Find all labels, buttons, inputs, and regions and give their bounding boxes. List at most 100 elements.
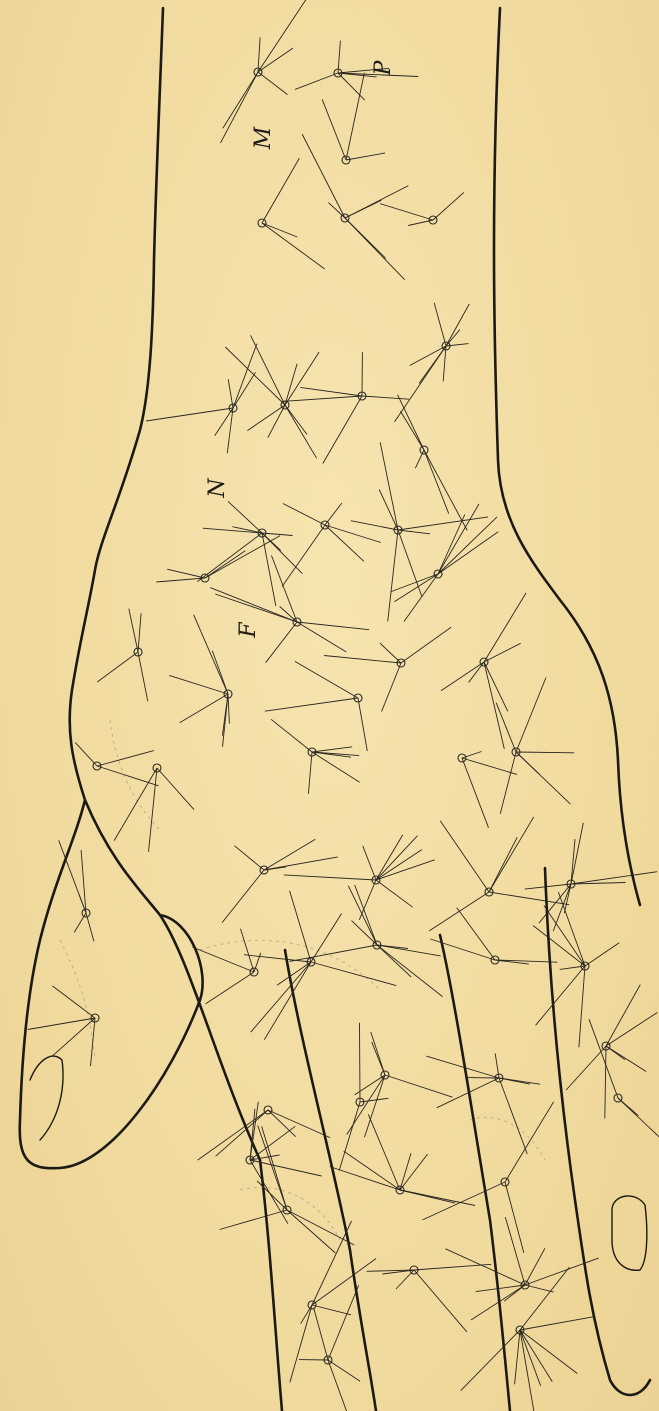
measurement-ray (401, 627, 451, 663)
measurement-ray (462, 758, 517, 774)
measurement-ray (282, 396, 362, 401)
measurement-ray (206, 972, 255, 1004)
measurement-ray (268, 405, 285, 438)
measurement-ray (379, 490, 398, 531)
measurement-ray (346, 153, 385, 160)
measurement-ray (553, 884, 571, 931)
index-finger-outline (285, 950, 376, 1411)
measurement-ray (285, 364, 297, 405)
measurement-ray (363, 846, 376, 880)
measurement-ray (377, 945, 443, 997)
measurement-ray (398, 395, 424, 450)
measurement-ray (533, 926, 585, 966)
measurement-ray (220, 1210, 287, 1230)
measurement-ray (146, 408, 233, 421)
measurement-ray (157, 768, 194, 810)
measurement-ray (271, 555, 297, 622)
measurement-ray (414, 1270, 467, 1332)
measurement-ray (258, 0, 309, 72)
measurement-ray (250, 1126, 295, 1160)
measurement-ray (516, 752, 570, 804)
measurement-ray (205, 551, 245, 578)
measurement-ray (222, 694, 228, 736)
measurement-ray (241, 929, 255, 972)
measurement-ray (345, 218, 405, 280)
measurement-ray (520, 1316, 595, 1330)
measurement-ray (212, 651, 228, 694)
measurement-ray (290, 1305, 312, 1382)
measurement-ray (328, 1360, 358, 1411)
measurement-ray (376, 880, 413, 907)
measurement-ray (489, 892, 569, 905)
measurement-ray (606, 1013, 657, 1047)
measurement-ray (302, 134, 345, 218)
measurement-ray (388, 530, 398, 622)
measurement-ray (301, 1305, 312, 1324)
measurement-ray (558, 892, 585, 966)
measurement-ray (262, 223, 297, 237)
measurement-ray (228, 501, 262, 533)
measurement-ray (282, 525, 325, 587)
measurement-ray (234, 846, 264, 870)
measurement-ray (308, 752, 312, 794)
measurement-ray (312, 1305, 351, 1315)
thumb-outline (20, 800, 203, 1168)
measurement-ray (438, 517, 497, 574)
measurement-ray (167, 569, 205, 578)
measurement-ray (225, 347, 285, 405)
measurement-ray (311, 962, 396, 986)
measurement-ray (362, 396, 409, 399)
measurement-ray (325, 525, 381, 543)
measurement-ray (382, 663, 401, 712)
measurement-ray (284, 875, 376, 880)
measurement-ray (330, 1167, 400, 1191)
measurement-ray (285, 405, 307, 435)
measurement-ray (247, 405, 285, 431)
measurement-ray (400, 1153, 411, 1190)
measurement-ray (222, 870, 264, 923)
measurement-ray (258, 48, 293, 72)
measurement-ray (376, 835, 403, 880)
measurement-ray (251, 962, 311, 1032)
measurement-ray (385, 1075, 453, 1097)
measurement-ray (290, 945, 378, 961)
measurement-ray (515, 1330, 520, 1384)
measurement-ray (489, 837, 517, 892)
measurement-ray (376, 860, 435, 880)
measurement-ray (443, 346, 446, 382)
measurement-ray (328, 1360, 360, 1381)
measurement-ray (589, 1019, 618, 1098)
measurement-ray (312, 747, 352, 752)
measurement-ray (376, 836, 418, 880)
measurement-ray (579, 966, 585, 1047)
measurement-ray (462, 758, 489, 828)
measurement-ray (264, 962, 311, 1040)
measurement-ray (138, 652, 148, 701)
measurement-ray (244, 955, 311, 962)
measurement-ray (566, 1046, 606, 1090)
measurement-ray (215, 594, 297, 622)
measurement-ray (300, 387, 362, 396)
measurement-ray (505, 1182, 524, 1253)
measurement-ray (81, 850, 86, 913)
measurement-ray (410, 346, 446, 366)
measurement-ray (295, 661, 358, 698)
measurement-ray (419, 346, 446, 383)
measurement-ray (338, 41, 340, 73)
measurement-ray (52, 986, 95, 1018)
measurement-ray (457, 908, 495, 960)
measurement-ray (290, 891, 311, 962)
measurement-ray (571, 823, 583, 884)
measurement-ray (285, 405, 317, 458)
measurement-ray (355, 1075, 385, 1095)
measurement-ray (499, 1078, 527, 1154)
measurement-ray (324, 656, 401, 664)
measurement-ray (415, 450, 424, 468)
measurement-ray (525, 884, 571, 889)
measurement-ray (346, 73, 364, 160)
region-letter-label: N (205, 478, 230, 499)
measurement-ray (91, 1018, 96, 1066)
measurement-ray (606, 985, 640, 1046)
finger-separator-1 (440, 935, 510, 1411)
